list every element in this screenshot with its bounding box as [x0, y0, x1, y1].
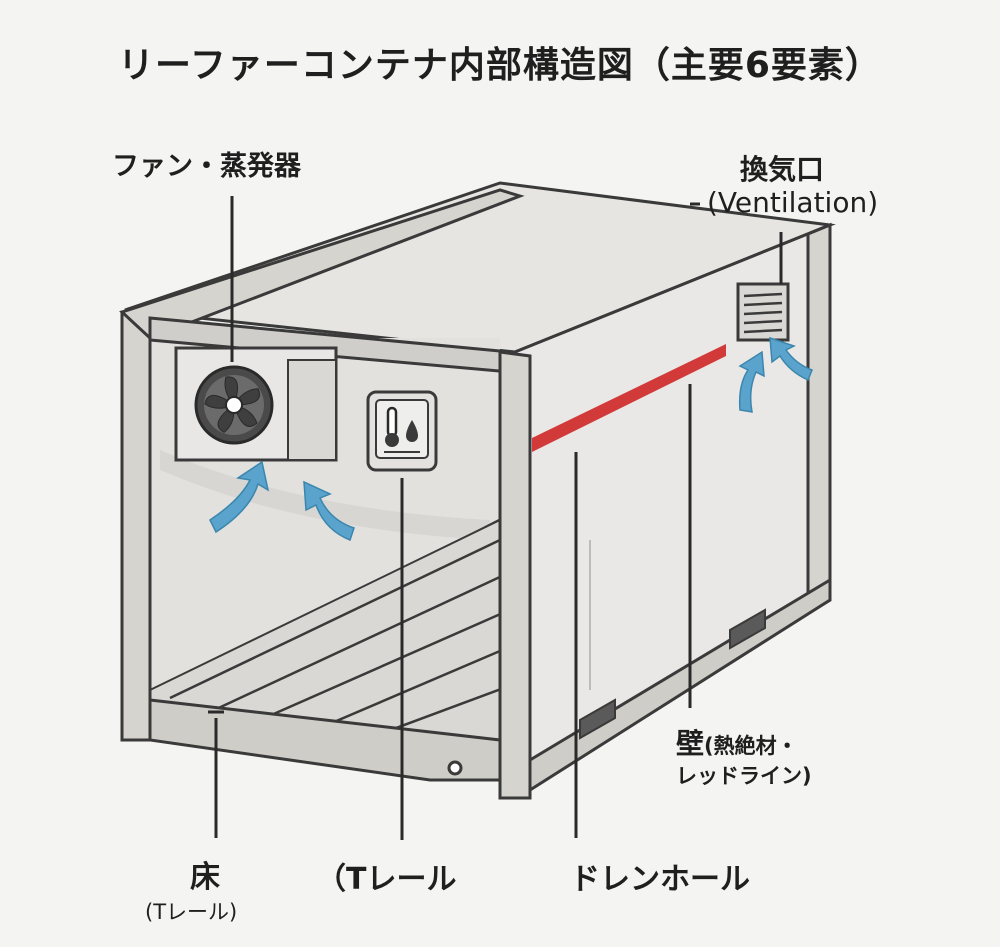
vent-slat [743, 292, 783, 298]
forklift-pocket [579, 698, 616, 740]
frame-right-post [498, 350, 532, 800]
t-rail-lines [169, 538, 510, 736]
diagram-title: リーファーコンテナ内部構造図（主要6要素） [118, 45, 882, 86]
red-line [532, 344, 726, 452]
vent-slat [743, 301, 783, 307]
label-fan-evaporator: ファン・蒸発器 [112, 151, 301, 182]
label-floor-sub: (Tレール) [145, 900, 238, 924]
leader-lines [214, 196, 783, 840]
thermometer-bulb [385, 433, 399, 447]
frame-top-beam [119, 188, 525, 340]
airflow-arrow [769, 336, 813, 382]
t-rail-line [319, 646, 508, 730]
fan-icon [194, 365, 274, 445]
frame-left-post [120, 308, 152, 742]
thermometer-icon [385, 406, 399, 447]
airflow-arrow [303, 480, 355, 541]
evaporator-side [287, 359, 337, 461]
sensor-panel [366, 390, 438, 472]
floor-bolt [447, 760, 463, 776]
t-rail-line [259, 610, 506, 722]
airflow-arrow [209, 460, 270, 534]
label-wall-sub1: (熱絶材・ [704, 734, 798, 758]
forklift-pocket [729, 608, 766, 650]
vent-slat [743, 328, 783, 334]
label-vent: 換気口 [740, 153, 825, 186]
water-drop-icon [406, 420, 418, 442]
label-wall-sub2: レッドライン) [676, 764, 812, 788]
label-wall-main: 壁 [676, 727, 705, 760]
sensor-face [375, 399, 429, 459]
vent-slat [743, 310, 783, 316]
evaporator-shadow [160, 450, 490, 540]
vent-slat [743, 319, 783, 325]
vent-grille-icon [736, 282, 790, 342]
rear-right-post [806, 222, 832, 615]
airflow-arrow-icon [209, 336, 813, 541]
t-rail-line [209, 574, 503, 714]
label-vent-english: (Ventilation) [707, 186, 879, 219]
t-rail-line [169, 538, 501, 700]
label-wall: 壁(熱絶材・ [676, 722, 798, 762]
airflow-arrow [738, 350, 765, 413]
label-t-rail: （Tレール [316, 862, 457, 897]
label-floor: 床 [190, 860, 220, 895]
fan-hub [225, 396, 243, 414]
label-drain-hole: ドレンホール [570, 862, 750, 897]
thermometer-stem [386, 406, 398, 438]
evaporator-unit [174, 346, 338, 462]
vent-slats [743, 292, 783, 334]
